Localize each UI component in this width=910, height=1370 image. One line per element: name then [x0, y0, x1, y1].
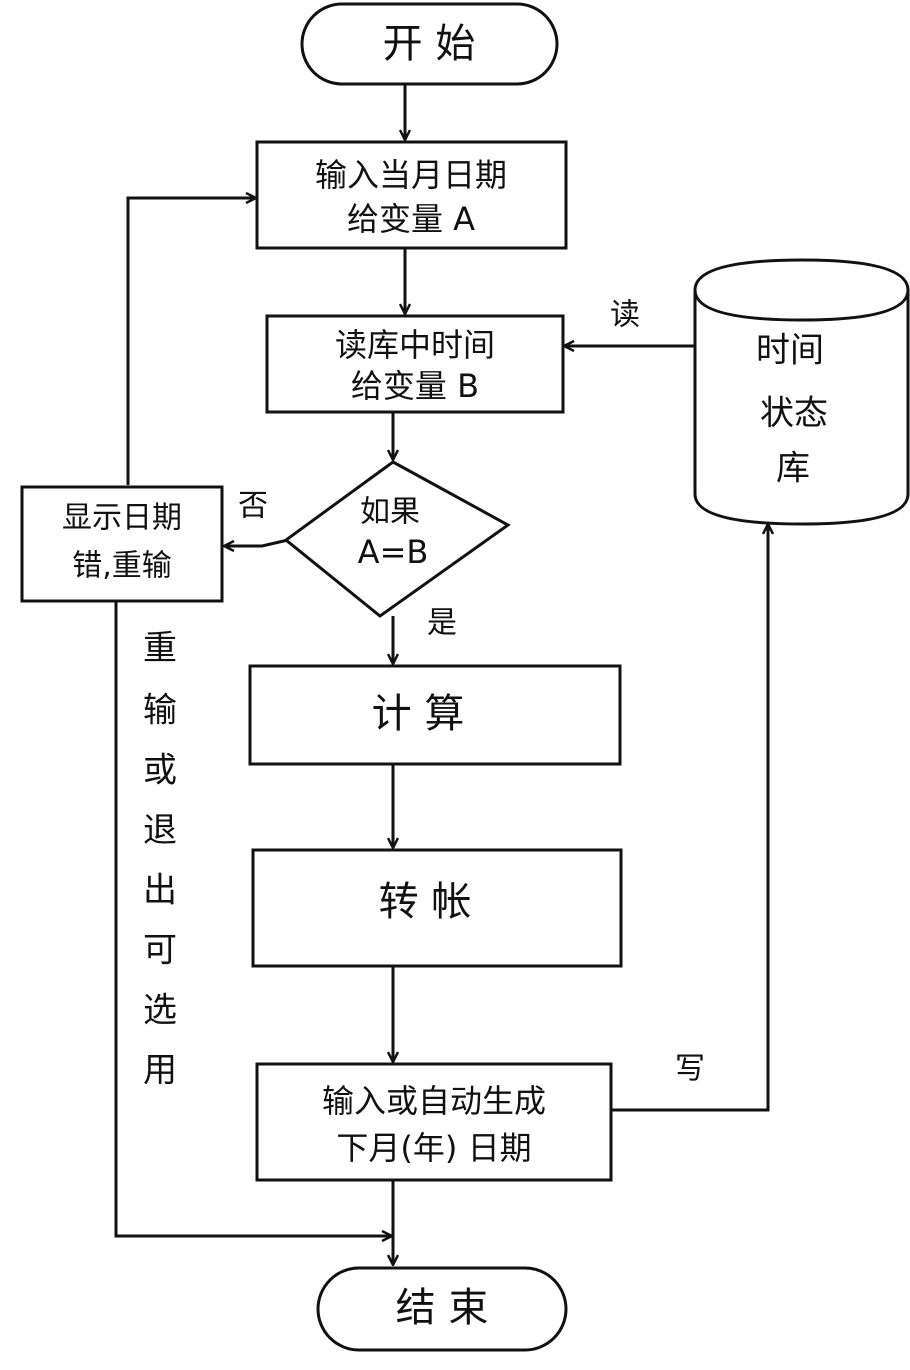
end-node: 结 束	[316, 1266, 568, 1352]
database-cylinder	[693, 258, 910, 526]
arrow-error-to-end	[114, 602, 392, 1236]
retry-char-7: 选	[143, 991, 177, 1031]
next-date-box	[255, 1062, 613, 1182]
database-node: 时间 状态 库	[693, 258, 910, 526]
read-db-line2: 给变量 B	[351, 367, 479, 405]
arrow-write-to-db	[612, 524, 768, 1112]
error-box	[20, 485, 224, 603]
end-terminator	[316, 1266, 568, 1352]
read-db-node: 读库中时间 给变量 B	[265, 314, 565, 414]
decision-line1: 如果	[360, 495, 420, 530]
read-db-line1: 读库中时间	[335, 326, 495, 364]
write-label: 写	[675, 1052, 705, 1087]
no-label: 否	[238, 489, 268, 524]
calculate-label: 计 算	[372, 691, 465, 737]
decision-diamond	[283, 460, 511, 618]
input-date-box	[255, 140, 568, 250]
error-line1: 显示日期	[62, 501, 182, 536]
start-label: 开 始	[383, 21, 476, 67]
database-line3: 库	[776, 449, 810, 489]
connectors	[114, 85, 768, 1265]
input-date-node: 输入当月日期 给变量 A	[255, 140, 568, 250]
next-date-line1: 输入或自动生成	[322, 1082, 546, 1120]
retry-char-6: 可	[143, 931, 177, 971]
database-line1: 时间	[756, 331, 824, 371]
decision-line2: A=B	[358, 533, 429, 571]
arrow-error-loop-to-input	[126, 198, 256, 485]
calculate-node: 计 算	[248, 664, 622, 766]
database-cylinder-top	[693, 289, 910, 322]
error-line2: 错,重输	[72, 549, 172, 584]
arrow-decision-no-to-error	[224, 538, 289, 546]
next-date-node: 输入或自动生成 下月(年) 日期	[255, 1062, 613, 1182]
start-terminator	[300, 2, 559, 86]
retry-char-2: 输	[143, 691, 177, 731]
read-label: 读	[610, 298, 640, 333]
retry-char-3: 或	[143, 751, 177, 791]
end-label: 结 束	[396, 1285, 489, 1331]
yes-label: 是	[427, 606, 457, 641]
calculate-box	[248, 664, 622, 766]
error-node: 显示日期 错,重输	[20, 485, 224, 603]
transfer-label: 转 帐	[379, 879, 472, 925]
start-node: 开 始	[300, 2, 559, 86]
retry-char-1: 重	[143, 629, 177, 669]
decision-node: 如果 A=B	[283, 460, 511, 618]
database-line2: 状态	[760, 394, 828, 434]
read-db-box	[265, 314, 565, 414]
retry-or-exit-label: 重 输 或 退 出 可 选 用	[143, 629, 177, 1091]
input-date-line2: 给变量 A	[347, 200, 475, 238]
transfer-node: 转 帐	[251, 848, 623, 968]
retry-char-4: 退	[143, 811, 177, 851]
input-date-line1: 输入当月日期	[315, 156, 507, 194]
retry-char-5: 出	[143, 871, 177, 911]
next-date-line2: 下月(年) 日期	[336, 1129, 531, 1167]
transfer-box	[251, 848, 623, 968]
retry-char-8: 用	[143, 1051, 177, 1091]
